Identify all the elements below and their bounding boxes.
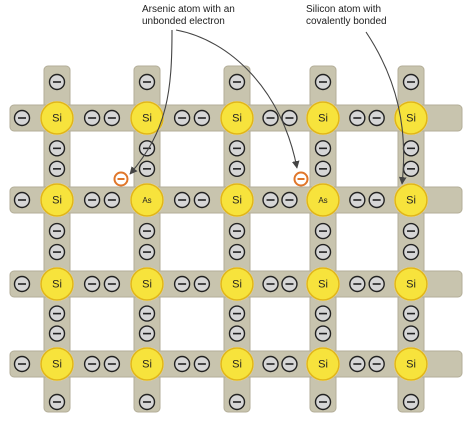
silicon-atom-r4-c5 — [394, 347, 428, 381]
arrow-to-unbonded-electron-1 — [129, 29, 173, 175]
electron-layer — [13, 73, 420, 411]
silicon-annotation: Silicon atom with covalently bonded — [306, 4, 387, 27]
silicon-atom-r3-c2-label: Si — [142, 279, 152, 291]
silicon-atom-r3-c4 — [306, 267, 340, 301]
silicon-atom-r2-c3-label: Si — [232, 195, 242, 207]
silicon-atom-r3-c1-label: Si — [52, 279, 62, 291]
silicon-atom-r4-c2-label: Si — [142, 359, 152, 371]
silicon-atom-r2-c5-label: Si — [406, 195, 416, 207]
arsenic-atom-r2-c2-label: As — [142, 196, 151, 205]
silicon-atom-r4-c3-label: Si — [232, 359, 242, 371]
silicon-atom-r1-c4-label: Si — [318, 113, 328, 125]
silicon-atom-r3-c2 — [130, 267, 164, 301]
silicon-atom-r1-c5-label: Si — [406, 113, 416, 125]
silicon-atom-r1-c2 — [130, 101, 164, 135]
arsenic-atom-r2-c4-label: As — [318, 196, 327, 205]
silicon-atom-r1-c2-label: Si — [142, 113, 152, 125]
silicon-atom-r4-c1 — [40, 347, 74, 381]
silicon-atom-r3-c3 — [220, 267, 254, 301]
arsenic-annotation: Arsenic atom with an unbonded electron — [142, 4, 235, 27]
silicon-atom-r3-c1 — [40, 267, 74, 301]
silicon-atom-r2-c1-label: Si — [52, 195, 62, 207]
arsenic-atom-r2-c4 — [306, 183, 340, 217]
silicon-atom-r1-c1-label: Si — [52, 113, 62, 125]
silicon-atom-r4-c3 — [220, 347, 254, 381]
silicon-atom-r3-c4-label: Si — [318, 279, 328, 291]
arrow-to-bonded-silicon — [365, 31, 407, 185]
silicon-atom-r2-c1 — [40, 183, 74, 217]
silicon-atom-r1-c5 — [394, 101, 428, 135]
arrow-to-unbonded-electron-2 — [175, 29, 300, 169]
silicon-atom-r4-c4 — [306, 347, 340, 381]
silicon-atom-r4-c1-label: Si — [52, 359, 62, 371]
silicon-atom-r1-c3-label: Si — [232, 113, 242, 125]
silicon-atom-r2-c5 — [394, 183, 428, 217]
silicon-atom-r1-c4 — [306, 101, 340, 135]
silicon-atom-r2-c3 — [220, 183, 254, 217]
silicon-atom-r4-c5-label: Si — [406, 359, 416, 371]
silicon-atom-r3-c5 — [394, 267, 428, 301]
annotation-arrow-layer — [129, 29, 407, 185]
silicon-atom-r1-c3 — [220, 101, 254, 135]
silicon-atom-r4-c2 — [130, 347, 164, 381]
silicon-atom-r3-c5-label: Si — [406, 279, 416, 291]
silicon-atom-r4-c4-label: Si — [318, 359, 328, 371]
arsenic-atom-r2-c2 — [130, 183, 164, 217]
free-electron-layer — [113, 171, 309, 187]
silicon-atom-r1-c1 — [40, 101, 74, 135]
silicon-atom-r3-c3-label: Si — [232, 279, 242, 291]
